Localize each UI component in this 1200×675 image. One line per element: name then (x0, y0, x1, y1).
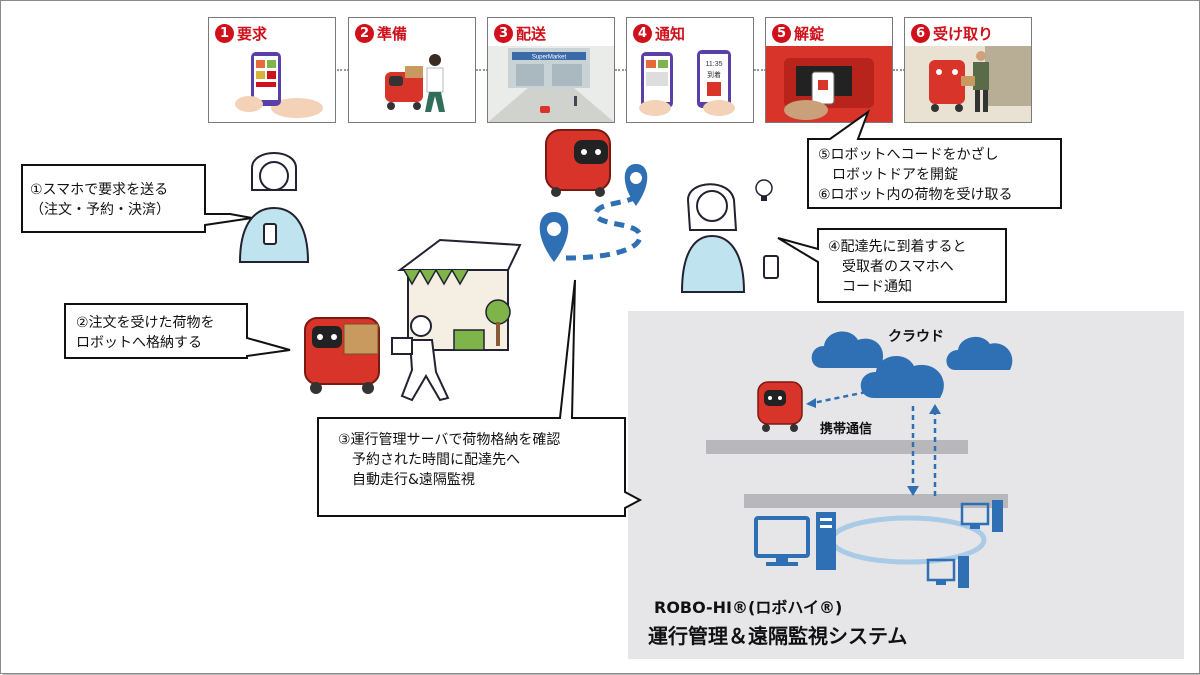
step-connector (476, 69, 488, 72)
step-label: 準備 (377, 24, 408, 43)
robot-loading-image (385, 54, 445, 112)
delivery-robot-loading-figure (304, 317, 380, 394)
mobile-comm-arrow (806, 384, 880, 408)
step-connector (615, 69, 627, 72)
woman-ordering-figure (238, 152, 310, 263)
supermarket-street-image: SuperMarket (488, 46, 614, 122)
cloud-label: クラウド (888, 329, 944, 345)
cloud-icon (946, 336, 1013, 370)
server-layer-bar (744, 494, 1008, 508)
robot-unlock-image (766, 46, 892, 122)
woman-receiving-figure (680, 179, 779, 293)
callout-store-text: ②注文を受けた荷物を ロボットへ格納する (76, 315, 215, 351)
callout-notify-box (777, 228, 1007, 303)
step-number: 6 (911, 23, 930, 43)
step-connector (893, 69, 905, 72)
callout-server-box (317, 279, 643, 517)
monitor-pc-icon (926, 556, 969, 588)
callout-request-text: ①スマホで要求を送る （注文・予約・決済） (30, 182, 170, 218)
monitor-pc-icon (960, 500, 1003, 532)
network-layer-bar (706, 440, 968, 454)
courier-figure (391, 315, 450, 402)
route-path (565, 194, 643, 261)
step-connector (337, 69, 349, 72)
callout-unlock-text: ⑤ロボットへコードをかざし ロボットドアを開錠 ⑥ロボット内の荷物を受け取る (818, 147, 1013, 203)
callout-store-box (64, 303, 291, 359)
store-sign-text: SuperMarket (532, 55, 567, 61)
server-pc-icon (754, 512, 836, 570)
step-label: 要求 (237, 24, 268, 43)
callout-notify-text: ④配達先に到着すると 受取者のスマホへ コード通知 (828, 239, 967, 295)
step-number: 1 (215, 23, 234, 43)
product-name: ROBO-HI®(ロボハイ®) (654, 598, 843, 617)
location-pin-icon (624, 164, 648, 206)
step-connector (754, 69, 766, 72)
step-label: 解錠 (794, 24, 825, 43)
phone-notification-image: 11:35 到着 (639, 50, 735, 116)
store-building-figure (397, 238, 522, 351)
step-number: 4 (633, 23, 652, 43)
robot-system-figure (757, 381, 803, 432)
step-number: 5 (772, 23, 791, 43)
step-label: 受け取り (933, 24, 994, 43)
cloud-icon (811, 331, 884, 368)
system-name: 運行管理＆遠隔監視システム (648, 624, 908, 648)
step-label: 配送 (516, 24, 547, 43)
step-number: 3 (494, 23, 513, 43)
cloud-server-arrow (907, 404, 941, 496)
callout-server-text: ③運行管理サーバで荷物格納を確認 予約された時間に配達先へ 自動走行&遠隔監視 (338, 432, 561, 488)
step-number: 2 (355, 23, 374, 43)
step-label: 通知 (655, 24, 686, 43)
delivery-robot-driving-figure (545, 129, 611, 197)
phone-order-image (235, 52, 323, 118)
callout-unlock-box (807, 109, 1062, 209)
location-pin-icon (539, 212, 569, 262)
phone-time-text: 11:35 (706, 61, 723, 68)
comm-label: 携帯通信 (820, 422, 873, 437)
cloud-icon (860, 355, 944, 398)
robot-pickup-image (905, 46, 1031, 122)
phone-arrival-text: 到着 (707, 70, 721, 79)
